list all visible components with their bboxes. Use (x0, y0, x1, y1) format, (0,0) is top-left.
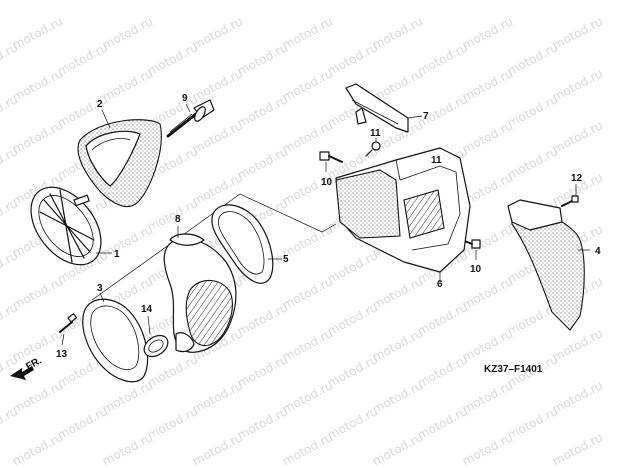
callout-11-right: 11 (431, 155, 442, 166)
gasket-a (82, 298, 149, 383)
flange-bolt-left (319, 151, 343, 163)
diagram-code: KZ37–F1401 (484, 364, 543, 375)
air-box-cover (345, 83, 409, 133)
callout-4: 4 (595, 246, 601, 257)
air-filter-holder (30, 186, 102, 266)
callout-13: 13 (56, 349, 68, 360)
callout-5: 5 (283, 254, 289, 265)
air-box (335, 147, 471, 273)
direction-label: FR. (24, 355, 44, 372)
callout-2: 2 (97, 99, 103, 110)
callout-3: 3 (97, 283, 103, 294)
callout-6: 6 (437, 279, 443, 290)
intake-tube (163, 233, 237, 353)
air-filter-element (77, 119, 162, 208)
screw-fender (561, 195, 579, 207)
callout-1: 1 (114, 249, 120, 260)
rear-fender-plate (507, 199, 585, 331)
callout-9: 9 (182, 93, 188, 104)
callout-10-right: 10 (470, 264, 482, 275)
callout-8: 8 (175, 214, 181, 225)
band (143, 332, 195, 358)
screw-gasket (59, 313, 78, 333)
callout-14: 14 (141, 304, 153, 315)
assembly-leader-line (91, 193, 337, 301)
callout-10-left: 10 (321, 177, 333, 188)
callout-7: 7 (423, 111, 429, 122)
callout-12: 12 (571, 173, 583, 184)
direction-arrow-icon (10, 366, 34, 380)
wing-bolt (166, 99, 215, 138)
gasket-b (211, 204, 274, 284)
nut-upper (365, 141, 381, 157)
callout-11-upper: 11 (370, 128, 381, 139)
